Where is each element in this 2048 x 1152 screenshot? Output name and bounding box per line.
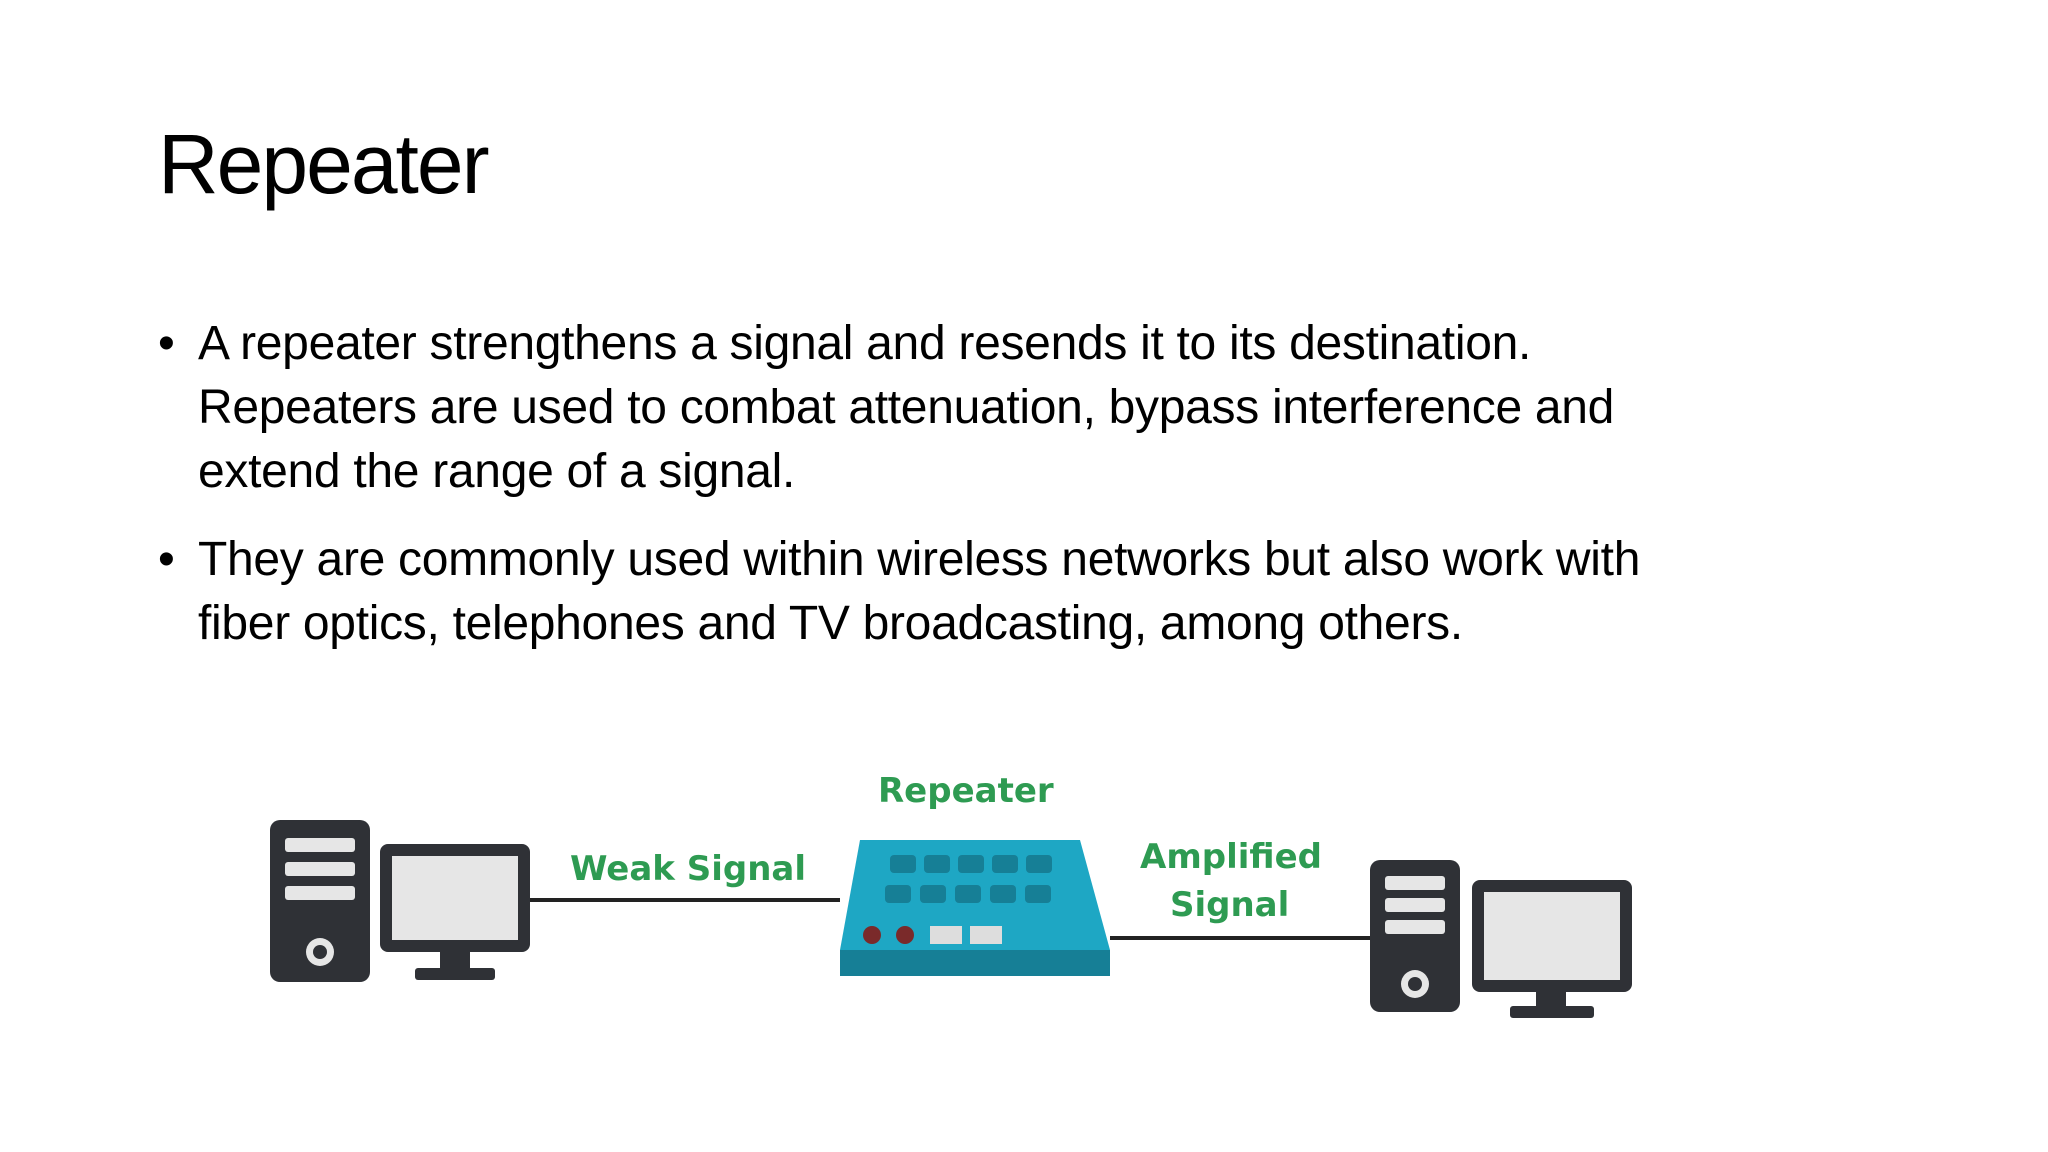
amplified-signal-label-line1: Amplified [1140, 837, 1322, 877]
bullet-item-2: • They are commonly used within wireless… [158, 528, 1958, 656]
repeater-diagram-svg: Weak Signal Repeater [270, 771, 1632, 1018]
bullet-line: A repeater strengthens a signal and rese… [198, 317, 1532, 370]
slide-title: Repeater [158, 117, 490, 211]
repeater-diagram: Weak Signal Repeater [240, 740, 1680, 1040]
bullet-line: Repeaters are used to combat attenuation… [198, 381, 1615, 434]
bullet-line: extend the range of a signal. [198, 445, 796, 498]
bullet-list: • A repeater strengthens a signal and re… [158, 312, 1958, 680]
bullet-item-1: • A repeater strengthens a signal and re… [158, 312, 1958, 504]
bullet-line: They are commonly used within wireless n… [198, 533, 1641, 586]
weak-signal-label: Weak Signal [570, 849, 806, 889]
bullet-marker: • [158, 317, 175, 370]
repeater-label: Repeater [878, 771, 1054, 811]
bullet-marker: • [158, 533, 175, 586]
amplified-signal-label-line2: Signal [1170, 885, 1289, 925]
repeater-device-icon [840, 840, 1110, 976]
bullet-line: fiber optics, telephones and TV broadcas… [198, 597, 1463, 650]
right-computer-icon [1370, 860, 1632, 1018]
left-computer-icon [270, 820, 530, 982]
